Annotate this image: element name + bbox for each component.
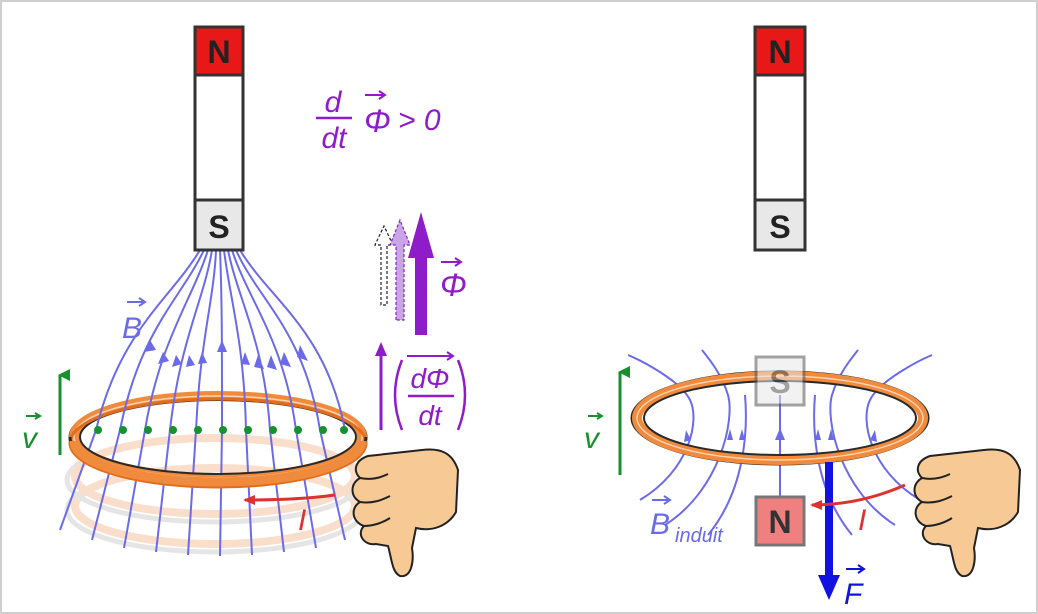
svg-text:d: d <box>325 86 343 119</box>
flux-derivative-expression: d dt Φ > 0 <box>316 86 441 155</box>
field-label: B <box>122 312 142 345</box>
right-current-arrow <box>810 483 906 510</box>
left-magnet-south-label: S <box>208 209 229 245</box>
velocity-label: v <box>22 422 39 455</box>
dflux-dt-expression: dΦ dt <box>393 351 467 431</box>
force-label: F <box>844 578 864 611</box>
svg-text:N: N <box>768 504 791 540</box>
svg-text:> 0: > 0 <box>398 104 441 137</box>
dflux-dt-arrow <box>375 342 387 430</box>
left-magnet-north-label: N <box>207 34 230 70</box>
svg-text:Φ: Φ <box>364 103 391 139</box>
current-arrow <box>243 493 336 505</box>
svg-text:B: B <box>650 508 670 541</box>
force-arrow <box>818 462 840 600</box>
svg-text:dΦ: dΦ <box>410 363 449 394</box>
right-hand-thumb-down-icon <box>913 448 1022 578</box>
right-magnet-north-label: N <box>768 34 791 70</box>
right-current-label: I <box>858 504 866 537</box>
induced-field-label: B induit <box>650 495 724 547</box>
field-arrowheads <box>144 340 308 370</box>
flux-label: Φ <box>440 267 467 303</box>
right-magnet: N S <box>753 25 807 252</box>
svg-text:dt: dt <box>321 122 348 155</box>
left-magnet: N S <box>193 25 245 252</box>
svg-text:dt: dt <box>418 400 443 431</box>
field-lines-upper <box>95 241 346 431</box>
left-hand-thumb-down-icon <box>351 448 460 578</box>
svg-text:S: S <box>769 364 790 400</box>
loop-bottom-pole: N <box>754 495 806 547</box>
induced-field-arrowheads <box>684 428 877 442</box>
flux-arrows <box>374 212 434 335</box>
right-velocity-label: v <box>584 422 601 455</box>
loop-top-pole: S <box>754 355 806 407</box>
right-magnet-south-label: S <box>769 209 790 245</box>
induced-field-lines <box>627 349 933 540</box>
right-panel: N S <box>584 25 1022 611</box>
left-panel: I v B N S d dt Φ > 0 <box>22 25 467 578</box>
svg-text:induit: induit <box>675 525 724 547</box>
coil-plane-dots <box>94 426 348 434</box>
current-label: I <box>298 504 306 537</box>
field-lines-lower <box>59 429 346 557</box>
